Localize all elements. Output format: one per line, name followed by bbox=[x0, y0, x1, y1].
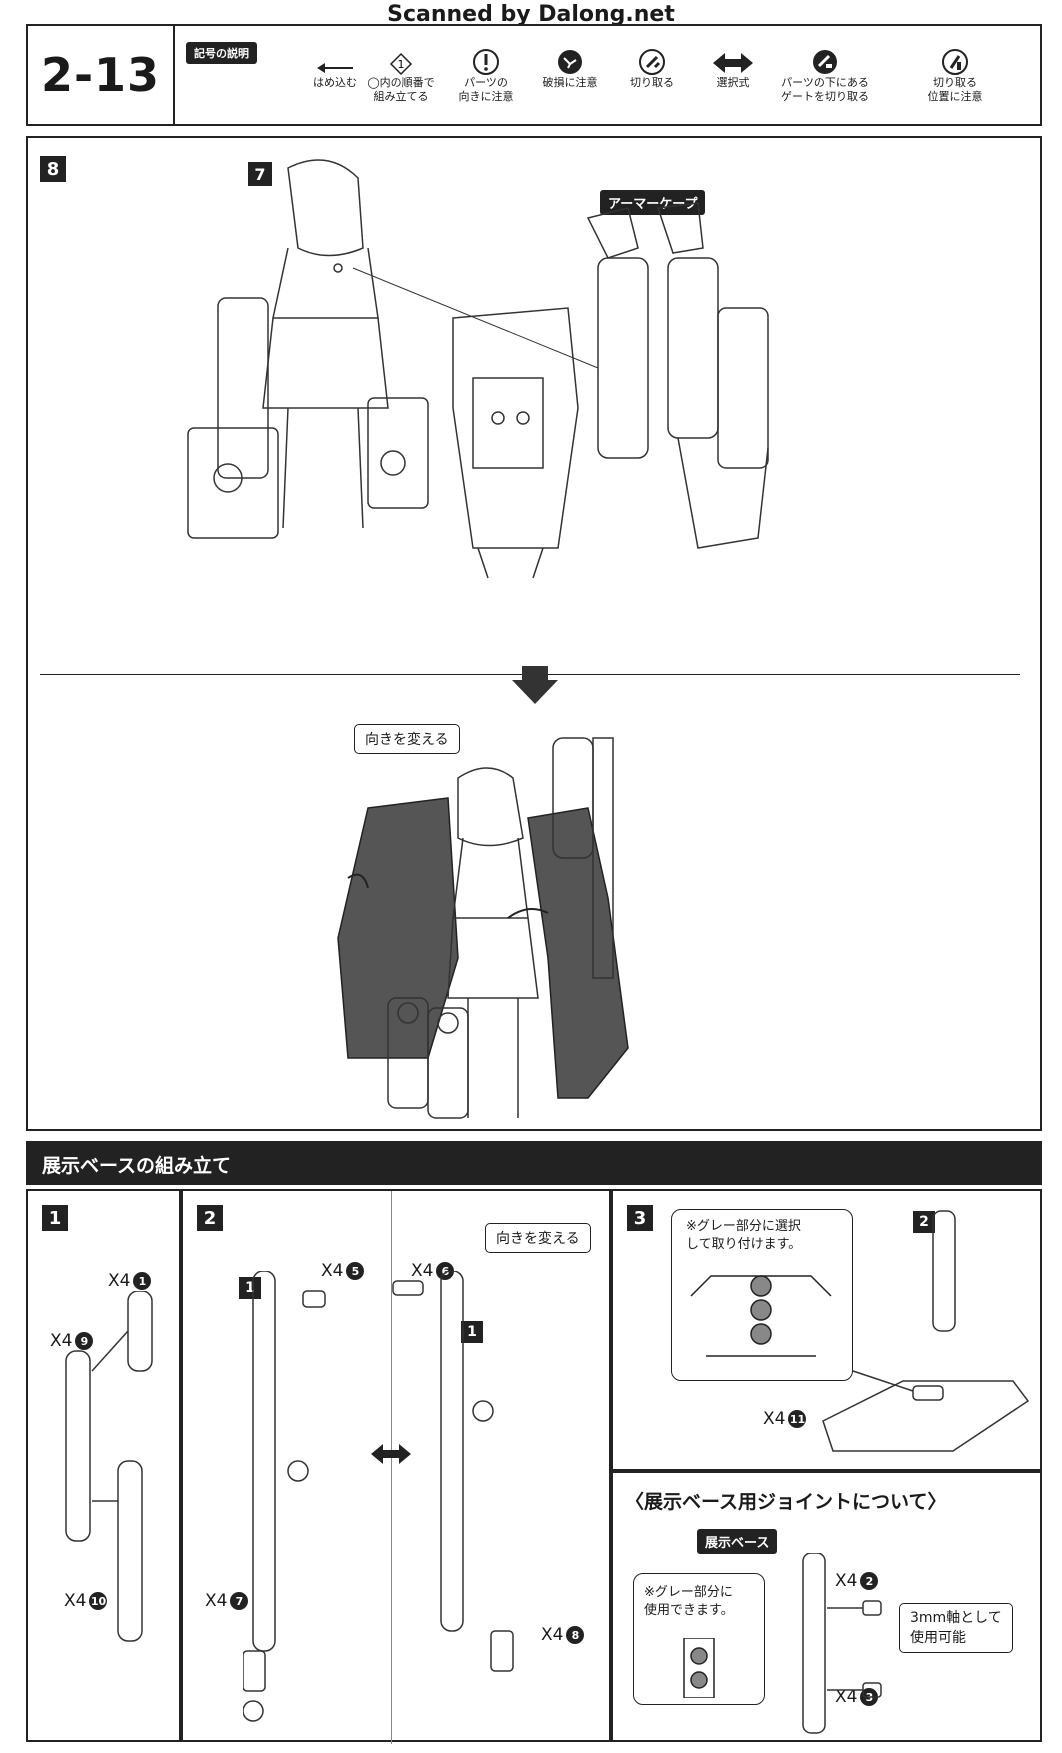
header-box: 2-13 記号の説明 はめ込む 1 ◯内の順番で 組み立てる パーツの 向きに注… bbox=[26, 24, 1042, 126]
base-section-title: 展示ベースの組み立て bbox=[26, 1141, 1042, 1185]
legend-item-fit: はめ込む bbox=[290, 44, 380, 90]
double-arrow-icon bbox=[371, 1444, 411, 1464]
joint-chain-illustration-2 bbox=[802, 1553, 882, 1734]
base-gray-slots bbox=[690, 1275, 832, 1357]
joint-note: ※グレー部分に 使用できます。 bbox=[644, 1585, 734, 1618]
caution-icon bbox=[473, 49, 499, 75]
double-arrow-icon bbox=[713, 53, 753, 73]
change-direction-callout-2: 向きを変える bbox=[485, 1223, 591, 1253]
legend-label: 破損に注意 bbox=[542, 76, 598, 89]
figure-illustration bbox=[187, 159, 769, 579]
cut-icon bbox=[639, 49, 665, 75]
legend-item-gate-cut: パーツの下にある ゲートを切り取る bbox=[770, 44, 880, 104]
base-joint-illustration bbox=[65, 1291, 153, 1642]
legend-title: 記号の説明 bbox=[186, 42, 257, 64]
joint-chain-illustration bbox=[243, 1271, 514, 1722]
arrow-left-icon bbox=[317, 63, 353, 73]
legend-label: ◯内の順番で 組み立てる bbox=[367, 76, 435, 103]
step8-panel: 8 7 アーマーケープ bbox=[26, 136, 1042, 1131]
assembled-figure-illustration bbox=[337, 737, 629, 1119]
sub-step-badge: 7 bbox=[248, 162, 272, 186]
legend-item-caution: パーツの 向きに注意 bbox=[441, 44, 531, 104]
display-base-tag: 展示ベース bbox=[697, 1529, 778, 1554]
legend-item-cut-position: 切り取る 位置に注意 bbox=[910, 44, 1000, 104]
circled-1-icon: 1 bbox=[389, 52, 413, 76]
base-step2-badge: 2 bbox=[197, 1205, 223, 1231]
legend-item-order: 1 ◯内の順番で 組み立てる bbox=[356, 44, 446, 104]
step3-note: ※グレー部分に選択 して取り付けます。 bbox=[686, 1219, 802, 1252]
step3-ref-badge: 2 bbox=[913, 1211, 935, 1233]
step8-badge: 8 bbox=[40, 156, 66, 182]
step2-divider bbox=[391, 1191, 392, 1744]
step-number: 2-13 bbox=[28, 26, 175, 124]
legend-label: 切り取る 位置に注意 bbox=[927, 76, 983, 103]
down-arrow-icon bbox=[512, 666, 558, 704]
watermark: Scanned by Dalong.net bbox=[387, 2, 675, 27]
legend-item-breakage: 破損に注意 bbox=[525, 44, 615, 90]
step3-detail-box: ※グレー部分に選択 して取り付けます。 bbox=[671, 1209, 853, 1381]
legend-item-cut: 切り取る bbox=[607, 44, 697, 90]
legend-label: パーツの 向きに注意 bbox=[458, 76, 514, 103]
svg-text:1: 1 bbox=[398, 58, 405, 71]
legend-item-select: 選択式 bbox=[688, 44, 778, 90]
joint-title: 〈展示ベース用ジョイントについて〉 bbox=[625, 1491, 947, 1513]
change-direction-callout: 向きを変える bbox=[354, 724, 460, 754]
step2-ref2-badge: 1 bbox=[461, 1321, 483, 1343]
legend-label: パーツの下にある ゲートを切り取る bbox=[781, 76, 869, 103]
joint-detail-box: ※グレー部分に 使用できます。 bbox=[633, 1573, 765, 1705]
armor-cape-label: アーマーケープ bbox=[600, 190, 706, 215]
joint-gray-slots bbox=[683, 1638, 715, 1698]
base-step1-badge: 1 bbox=[42, 1205, 68, 1231]
base-step3-badge: 3 bbox=[627, 1205, 653, 1231]
step2-ref-badge: 1 bbox=[239, 1277, 261, 1299]
legend-label: 切り取る bbox=[630, 76, 674, 89]
3mm-axis-callout: 3mm軸として 使用可能 bbox=[899, 1603, 1013, 1653]
breakage-icon bbox=[558, 50, 582, 74]
joint-panel: 〈展示ベース用ジョイントについて〉 展示ベース ※グレー部分に 使用できます。 … bbox=[611, 1471, 1042, 1742]
gate-cut-icon bbox=[813, 50, 837, 74]
legend-label: 選択式 bbox=[716, 76, 750, 89]
legend-label: はめ込む bbox=[313, 76, 357, 89]
cut-position-icon bbox=[942, 49, 968, 75]
display-base-illustration bbox=[822, 1210, 1030, 1452]
